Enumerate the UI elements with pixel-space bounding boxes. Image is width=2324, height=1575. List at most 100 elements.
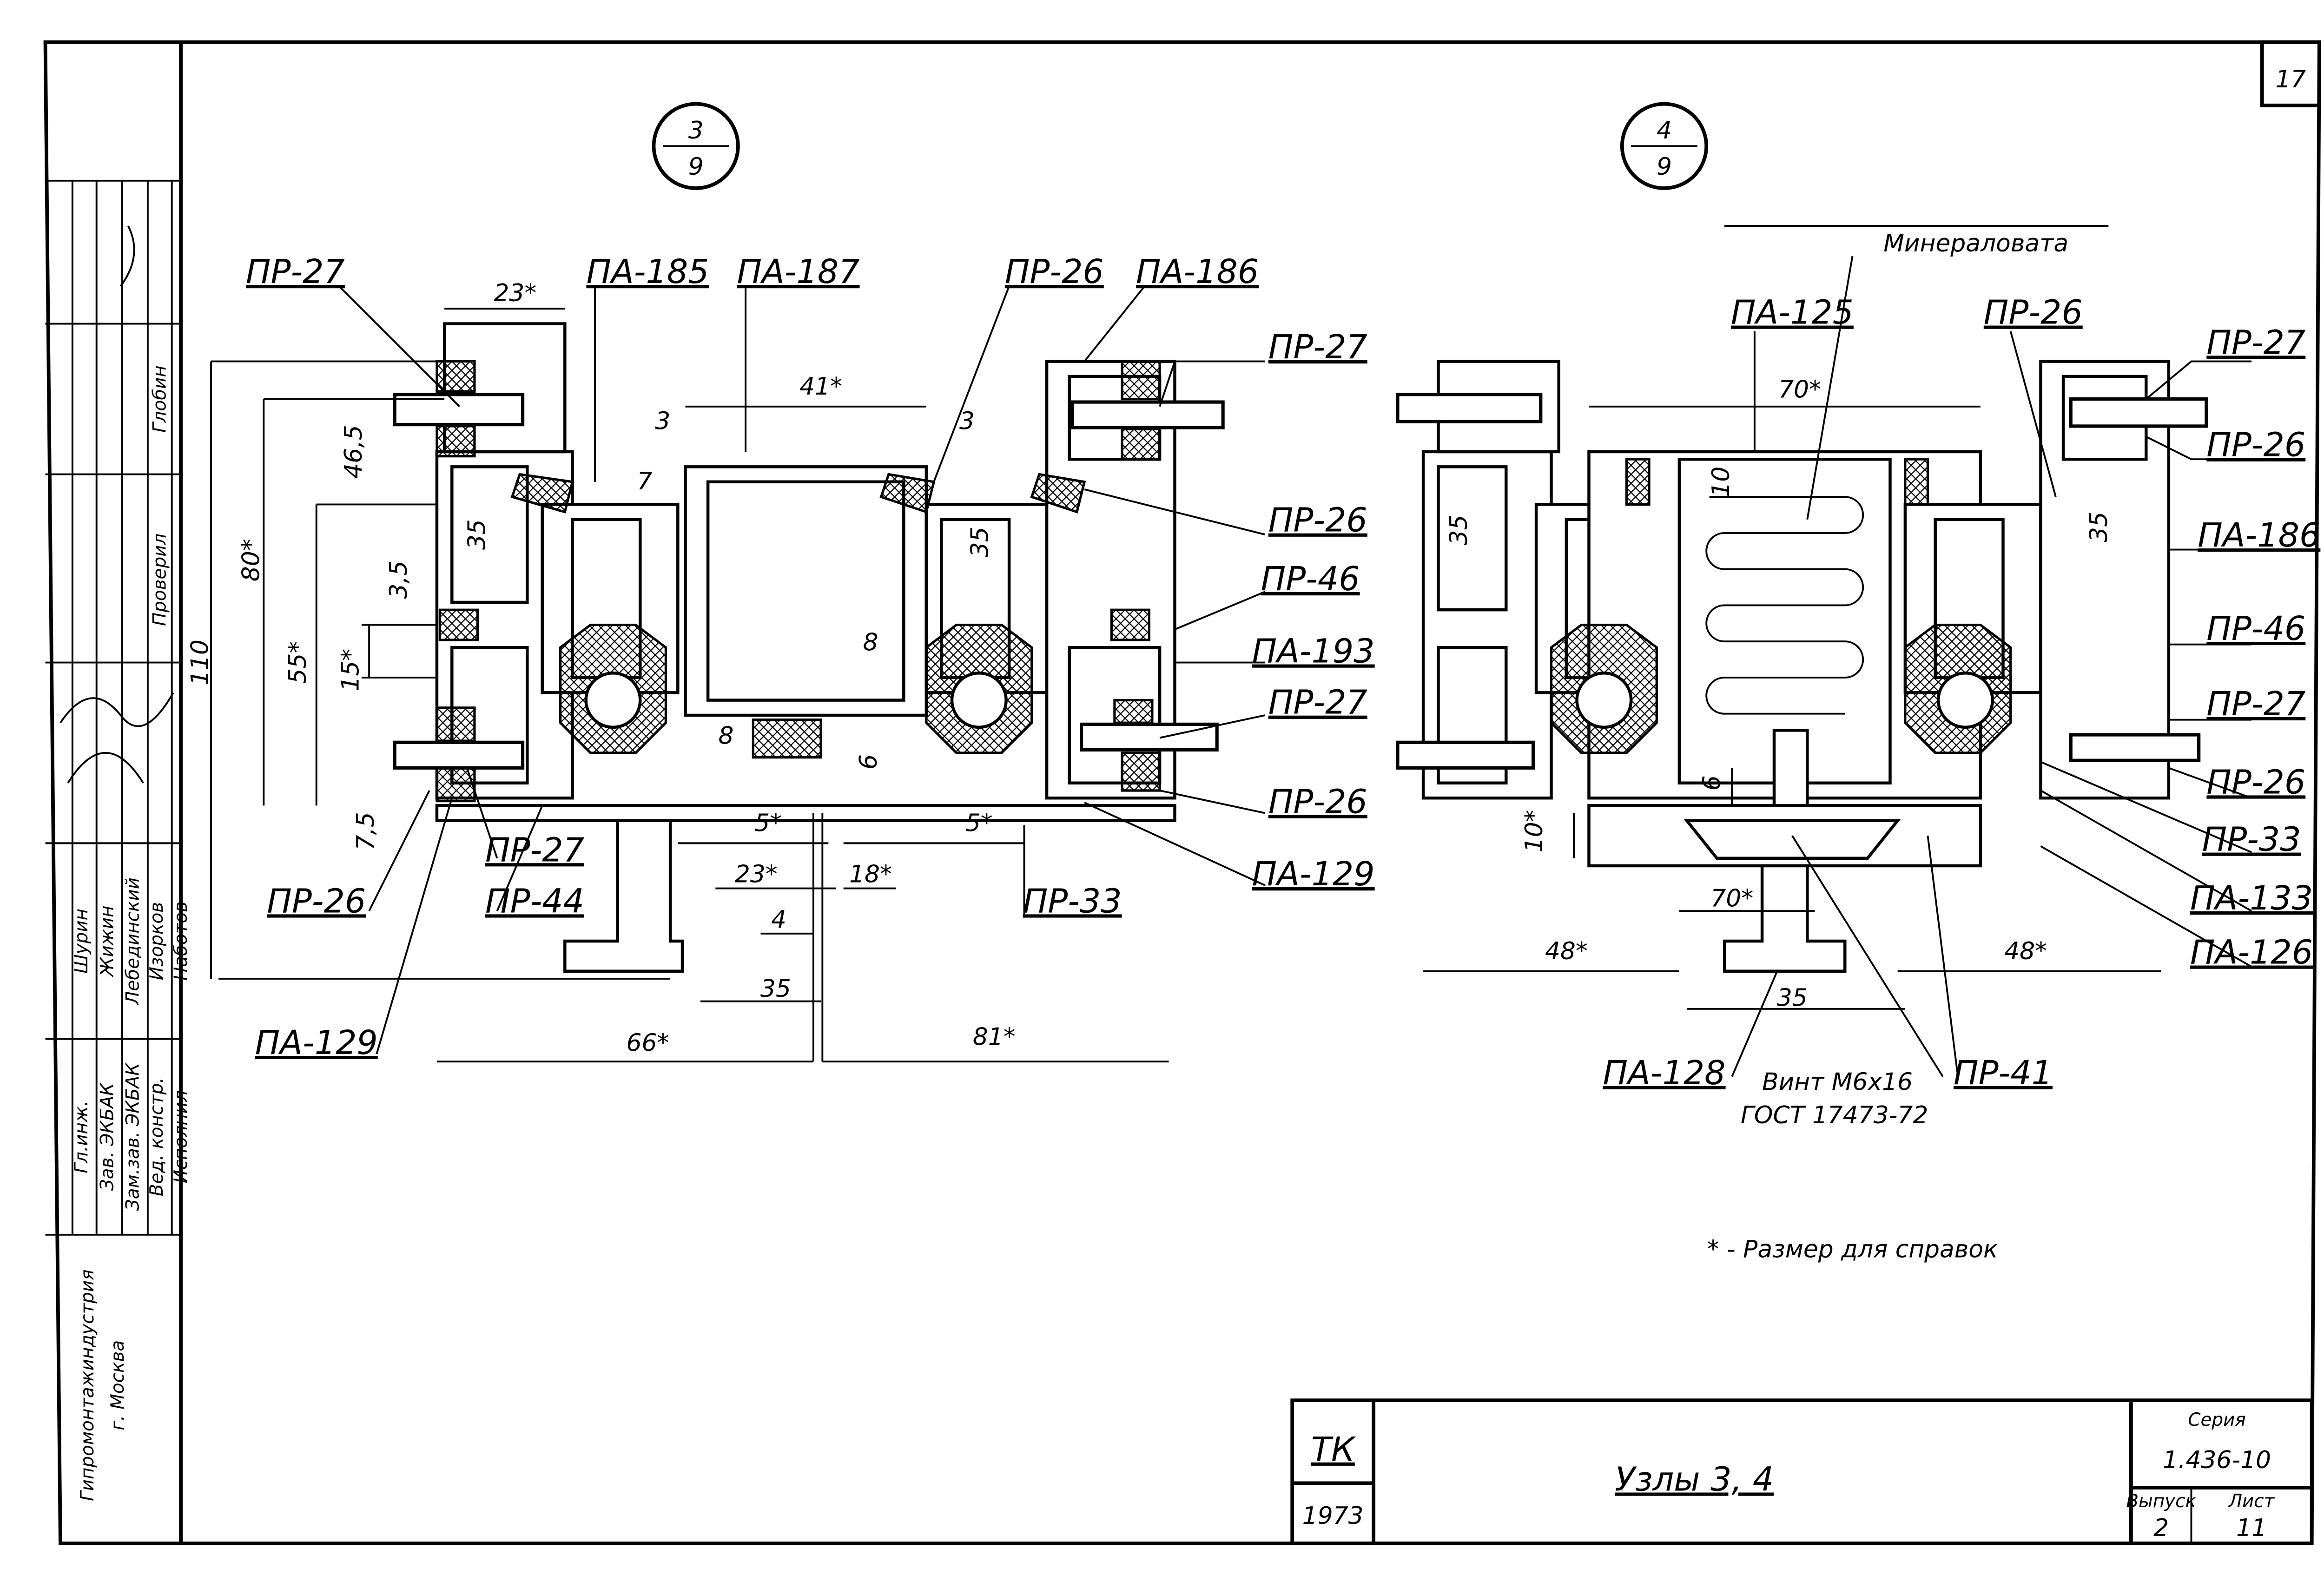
dimension-value: 8 bbox=[863, 629, 878, 657]
screw-name: Винт М6х16 bbox=[1762, 1068, 1913, 1096]
dimension-value: 35 bbox=[1777, 984, 1808, 1012]
dimension-value: 70* bbox=[1710, 884, 1753, 912]
part-label: ПА-193 bbox=[1252, 632, 1375, 671]
part-label: ПР-27 bbox=[246, 252, 345, 291]
issue-number: 2 bbox=[2153, 1514, 2169, 1542]
part-label: ПР-46 bbox=[1261, 560, 1360, 598]
part-label: ПР-33 bbox=[2202, 820, 2301, 859]
dimension-value: 6 bbox=[1698, 775, 1726, 791]
stamp-name: Шурин bbox=[71, 909, 92, 974]
dimension-value: 35 bbox=[760, 975, 791, 1003]
part-label: ПР-33 bbox=[1023, 882, 1122, 920]
dimension-value: 6 bbox=[855, 754, 883, 770]
dimension-value: 3,5 bbox=[385, 560, 413, 599]
dimension-value: 18* bbox=[849, 861, 892, 889]
node-4-marker bbox=[1620, 102, 1709, 190]
stamp-name: Изорков bbox=[146, 902, 167, 980]
page-number: 17 bbox=[2275, 66, 2306, 93]
dimension-value: 66* bbox=[627, 1029, 669, 1057]
dimension-value: 48* bbox=[2004, 937, 2047, 965]
title-block bbox=[1290, 1398, 2314, 1545]
node-marker-sheet: 9 bbox=[688, 153, 704, 181]
part-label: ПА-129 bbox=[255, 1023, 378, 1062]
part-label: ПР-26 bbox=[1005, 252, 1104, 291]
screw-standard: ГОСТ 17473-72 bbox=[1741, 1101, 1928, 1129]
dimension-value: 7,5 bbox=[352, 812, 380, 850]
dimension-value: 23* bbox=[735, 861, 778, 889]
part-label: ПР-27 bbox=[1268, 328, 1367, 366]
dimension-value: 41* bbox=[799, 373, 842, 401]
part-label: ПР-41 bbox=[1954, 1054, 2053, 1092]
sheet-label: Лист bbox=[2228, 1491, 2275, 1512]
sheet-number: 11 bbox=[2236, 1514, 2267, 1542]
part-label: ПР-27 bbox=[485, 830, 584, 869]
stamp-city: г. Москва bbox=[107, 1340, 128, 1430]
dimension-value: 35 bbox=[966, 527, 994, 557]
dimension-value: 81* bbox=[973, 1023, 1016, 1051]
dimension-value: 35 bbox=[2085, 512, 2113, 542]
dimension-value: 15* bbox=[337, 649, 364, 692]
node-4-section bbox=[1396, 102, 2252, 1077]
dimension-value: 23* bbox=[494, 279, 536, 307]
dimension-value: 110 bbox=[186, 639, 214, 685]
issue-label: Выпуск bbox=[2126, 1491, 2196, 1512]
dimension-value: 35 bbox=[1445, 514, 1473, 545]
title-code: ТК bbox=[1311, 1430, 1357, 1469]
part-label: ПА-186 bbox=[1136, 252, 1259, 291]
stamp-role: Зам.зав. ЭКБАК bbox=[122, 1062, 143, 1211]
part-label: ПР-46 bbox=[2206, 609, 2305, 648]
sheet-frame bbox=[43, 40, 2321, 1545]
node-marker-sheet: 9 bbox=[1657, 153, 1672, 181]
dimension-value: 35 bbox=[463, 519, 491, 550]
dimension-value: 10 bbox=[1707, 467, 1735, 497]
part-label: ПР-26 bbox=[1984, 293, 2083, 332]
part-label: ПА-129 bbox=[1252, 855, 1375, 893]
stamp-name: Лебединский bbox=[122, 877, 143, 1006]
dimension-value: 55* bbox=[284, 641, 312, 684]
part-label: ПР-26 bbox=[267, 882, 366, 920]
stamp-organization: Гипромонтажиндустрия bbox=[77, 1269, 98, 1501]
dimension-value: 7 bbox=[637, 468, 653, 495]
part-label: ПА-185 bbox=[586, 252, 709, 291]
node-3-marker bbox=[652, 102, 740, 190]
dimension-value: 48* bbox=[1545, 937, 1588, 965]
part-label: ПР-26 bbox=[2206, 763, 2305, 801]
title-year: 1973 bbox=[1302, 1502, 1364, 1530]
series-number: 1.436-10 bbox=[2163, 1446, 2271, 1474]
part-label: ПА-126 bbox=[2190, 933, 2313, 972]
dimension-value: 70* bbox=[1778, 376, 1821, 403]
node-marker-number: 4 bbox=[1657, 117, 1672, 145]
part-label: ПР-26 bbox=[1268, 501, 1367, 540]
part-label: Минераловата bbox=[1883, 230, 2068, 257]
part-label: ПР-27 bbox=[2206, 685, 2305, 723]
part-label: ПР-27 bbox=[2206, 323, 2305, 362]
dimension-value: 5* bbox=[965, 809, 993, 837]
part-label: ПР-26 bbox=[2206, 426, 2305, 464]
part-label: ПА-128 bbox=[1603, 1054, 1725, 1092]
node-3-section bbox=[210, 102, 1266, 1063]
part-label: ПА-186 bbox=[2198, 516, 2320, 554]
part-label: ПР-27 bbox=[1268, 683, 1367, 722]
stamp-name: Наботов bbox=[171, 902, 191, 981]
dimension-value: 4 bbox=[771, 906, 786, 934]
stamp-role: Зав. ЭКБАК bbox=[97, 1082, 118, 1191]
dimension-value: 46,5 bbox=[340, 425, 368, 478]
approval-stamp bbox=[45, 179, 181, 1236]
stamp-name: Жижин bbox=[97, 906, 118, 978]
part-label: ПР-26 bbox=[1268, 783, 1367, 821]
node-marker-number: 3 bbox=[688, 117, 704, 145]
reference-note: * - Размер для справок bbox=[1707, 1235, 1998, 1263]
dimension-value: 3 bbox=[655, 407, 670, 435]
part-label: ПА-187 bbox=[737, 252, 859, 291]
stamp-role: Исполнил bbox=[171, 1090, 191, 1183]
dimension-value: 80* bbox=[238, 539, 265, 581]
part-label: ПА-125 bbox=[1731, 293, 1854, 332]
part-label: ПА-133 bbox=[2190, 879, 2313, 917]
series-label: Серия bbox=[2188, 1410, 2245, 1430]
stamp-role: Вед. констр. bbox=[146, 1077, 167, 1196]
stamp-name: Глобин bbox=[150, 365, 171, 433]
part-label: ПР-44 bbox=[485, 882, 584, 920]
dimension-value: 8 bbox=[718, 722, 733, 750]
